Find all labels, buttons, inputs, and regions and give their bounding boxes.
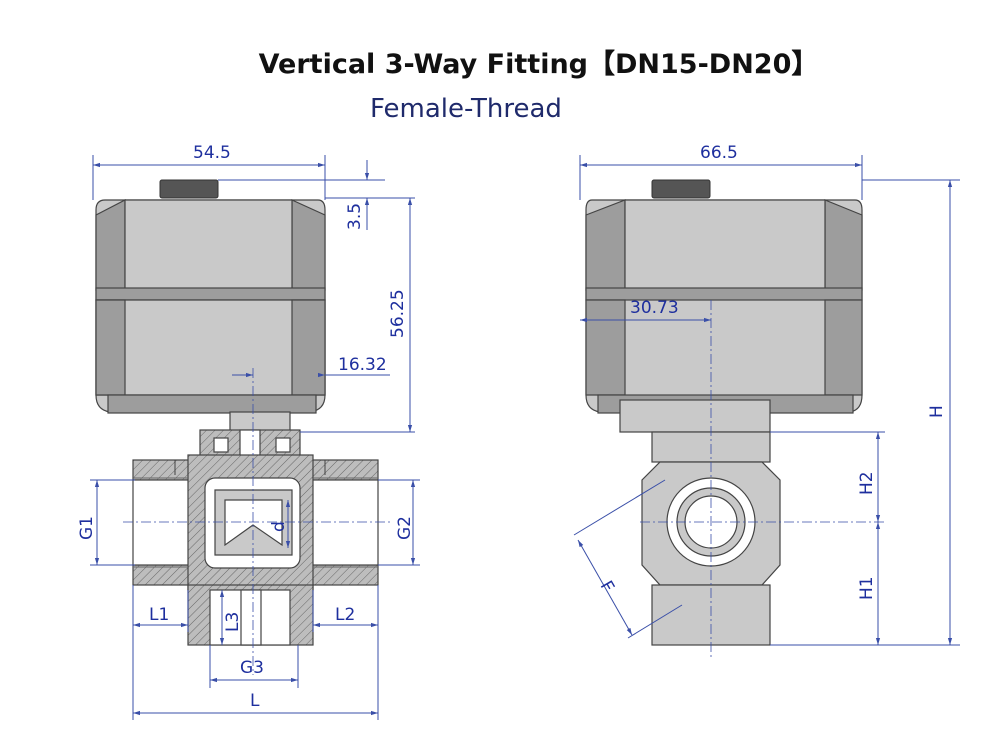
valve-body-section	[132, 454, 379, 646]
dim-g2: G2	[395, 516, 415, 540]
dim-l2: L2	[335, 605, 355, 625]
dim-h2: H2	[857, 471, 877, 495]
dim-h1: H1	[857, 576, 877, 600]
dim-d: d	[269, 521, 289, 532]
actuator-knob-side	[651, 179, 711, 199]
page-title: Vertical 3-Way Fitting【DN15-DN20】	[258, 49, 819, 80]
dim-width-side: 66.5	[700, 143, 738, 163]
dim-actuator-height: 56.25	[388, 289, 408, 338]
dim-width-front: 54.5	[193, 143, 231, 163]
dim-stem-offset-front: 16.32	[338, 355, 387, 375]
dim-l: L	[250, 691, 260, 711]
side-view: 66.5 30.73 H H2 H1 F	[573, 143, 960, 660]
front-view: 54.5 3.5 56.25 16.32 G1 G2 d	[77, 143, 420, 720]
dim-knob-height: 3.5	[345, 203, 365, 230]
dim-f: F	[596, 578, 618, 596]
dim-l3: L3	[223, 612, 243, 632]
dim-stem-offset-side: 30.73	[630, 298, 679, 318]
page-subtitle: Female-Thread	[370, 94, 562, 124]
dim-g1: G1	[77, 516, 97, 540]
actuator-knob	[159, 179, 219, 199]
dim-l1: L1	[149, 605, 169, 625]
dim-h: H	[927, 405, 947, 418]
valve-stem	[229, 411, 291, 433]
dim-g3: G3	[240, 658, 264, 678]
